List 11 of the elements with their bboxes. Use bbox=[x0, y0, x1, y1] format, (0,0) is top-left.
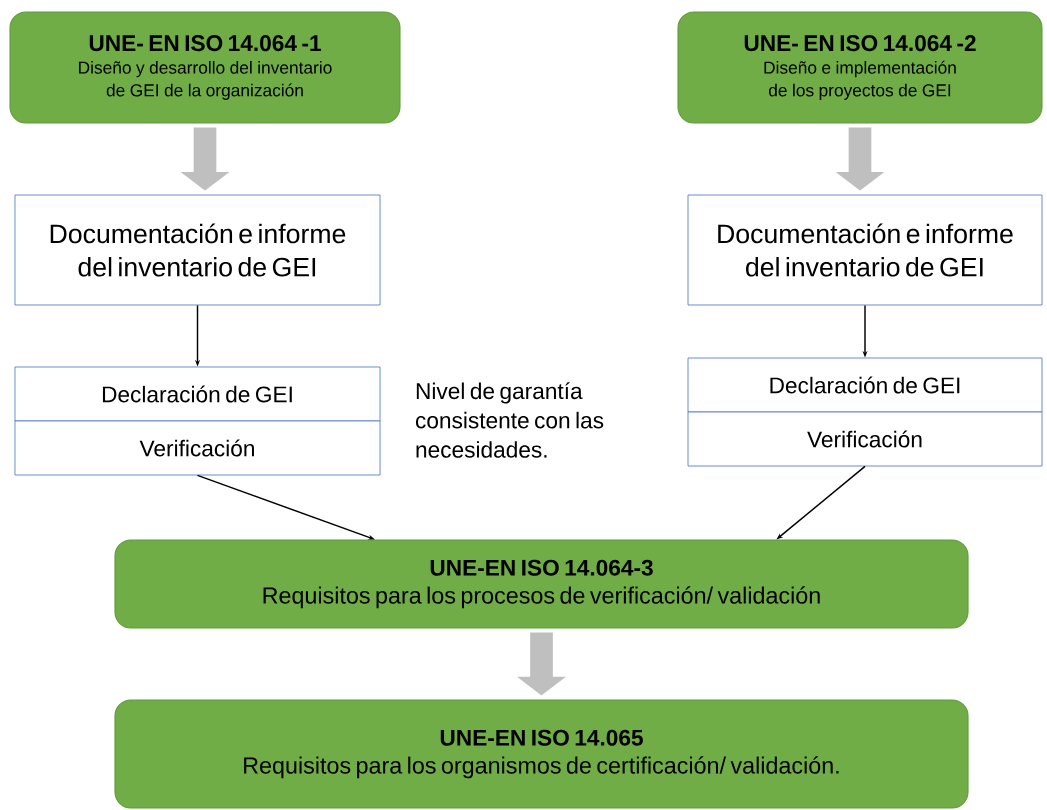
standard-box: UNE- EN ISO 14.064 -2 Diseño e implementación de los proyectos de GEI bbox=[677, 11, 1043, 124]
standard-box: UNE-EN ISO 14.065 Requisitos para los organismos de certificación/ validación. bbox=[114, 699, 969, 809]
table-cell: Verificación bbox=[687, 411, 1043, 467]
standard-box: UNE-EN ISO 14.064-3 Requisitos para los procesos de verificación/ validación bbox=[114, 539, 969, 629]
standard-box: UNE- EN ISO 14.064 -1 Diseño y desarrollo del inventario de GEI de la organización bbox=[9, 11, 401, 124]
table-cell: Verificación bbox=[14, 420, 381, 476]
note-text: Nivel de garantía consistente con las necesidades. bbox=[415, 382, 604, 458]
table-cell: Declaración de GEI bbox=[687, 357, 1043, 413]
document-box: Documentación e informe del inventario de GEI bbox=[14, 194, 381, 306]
table-cell: Declaración de GEI bbox=[14, 366, 381, 422]
document-box: Documentación e informe del inventario de GEI bbox=[687, 194, 1043, 306]
